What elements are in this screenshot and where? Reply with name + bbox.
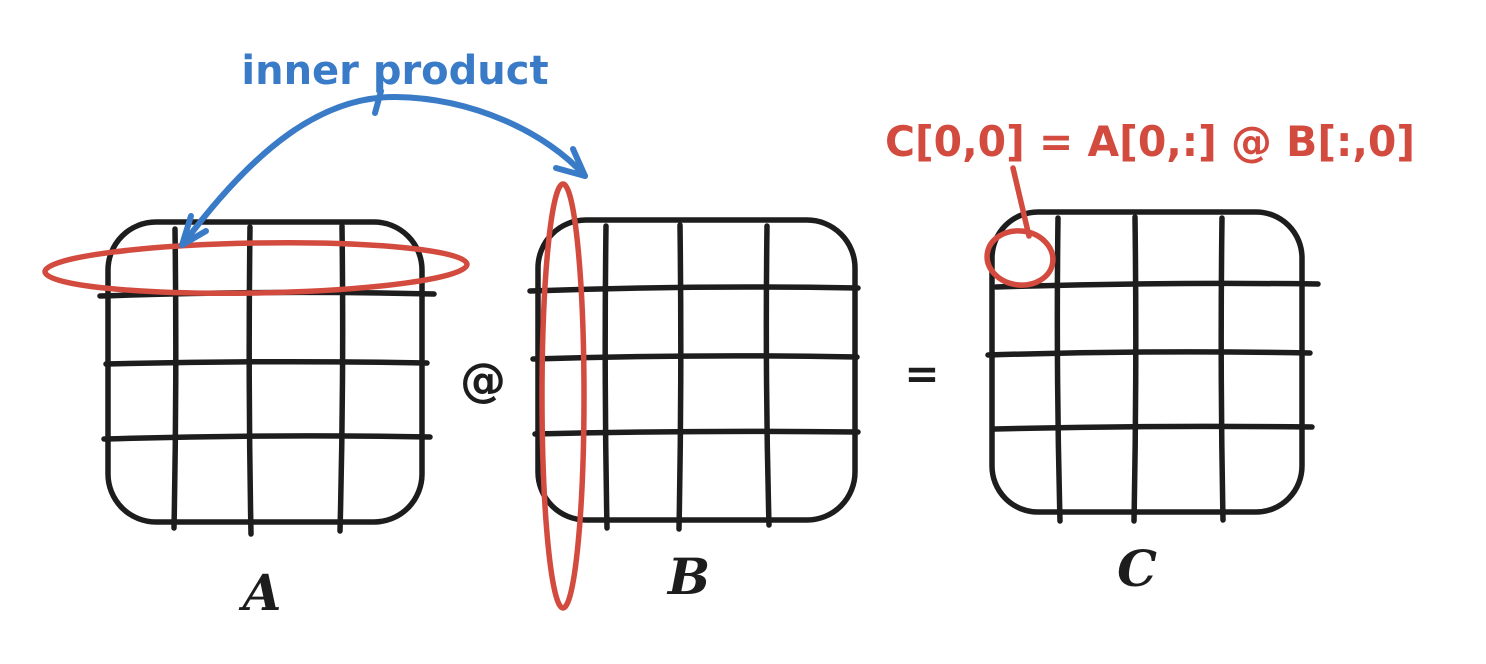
grid-line <box>763 223 772 528</box>
matmul-operator: @ <box>460 353 506 407</box>
row-highlight-ellipse <box>42 239 470 297</box>
grid-line <box>992 423 1315 432</box>
grid-line <box>530 353 860 362</box>
grid-line <box>1054 215 1063 524</box>
arrowhead-left-icon <box>179 213 209 248</box>
inner-product-arrow-curve <box>181 93 588 246</box>
grid-line <box>532 428 861 437</box>
grid-line <box>103 358 430 367</box>
formula-annotation: C[0,0] = A[0,:] @ B[:,0] <box>885 117 1415 166</box>
inner-product-callout: inner product <box>179 48 588 248</box>
cell-highlight-circle <box>984 228 1056 288</box>
matrix-a-border <box>105 219 425 525</box>
grid-line <box>993 280 1321 290</box>
grid-line <box>527 284 861 294</box>
grid-line <box>1218 215 1226 523</box>
matrix-c-label: C <box>1117 539 1157 598</box>
matrix-c-border <box>989 209 1305 515</box>
grid-line <box>602 223 610 531</box>
matrix-a: A <box>42 219 470 622</box>
equals-operator: = <box>904 349 939 398</box>
matrix-c: C <box>984 165 1321 598</box>
matrix-c-gridlines <box>985 214 1321 524</box>
formula-connector-line <box>1010 165 1032 239</box>
matrix-a-gridlines <box>97 223 437 537</box>
grid-line <box>676 222 684 532</box>
matrix-b: B <box>527 181 861 611</box>
column-highlight-ellipse <box>539 181 587 611</box>
grid-line <box>1131 214 1139 524</box>
grid-line <box>985 349 1313 358</box>
matrix-b-border <box>535 217 858 523</box>
callout-tick-stroke <box>372 88 384 116</box>
matrix-a-label: A <box>239 563 282 622</box>
inner-product-label: inner product <box>241 48 548 94</box>
grid-line <box>246 224 254 537</box>
matrix-b-gridlines <box>527 222 861 532</box>
grid-line <box>337 223 346 534</box>
grid-line <box>101 433 433 442</box>
matrix-b-label: B <box>666 547 710 606</box>
grid-line <box>171 226 179 531</box>
arrowhead-right-icon <box>553 146 588 179</box>
